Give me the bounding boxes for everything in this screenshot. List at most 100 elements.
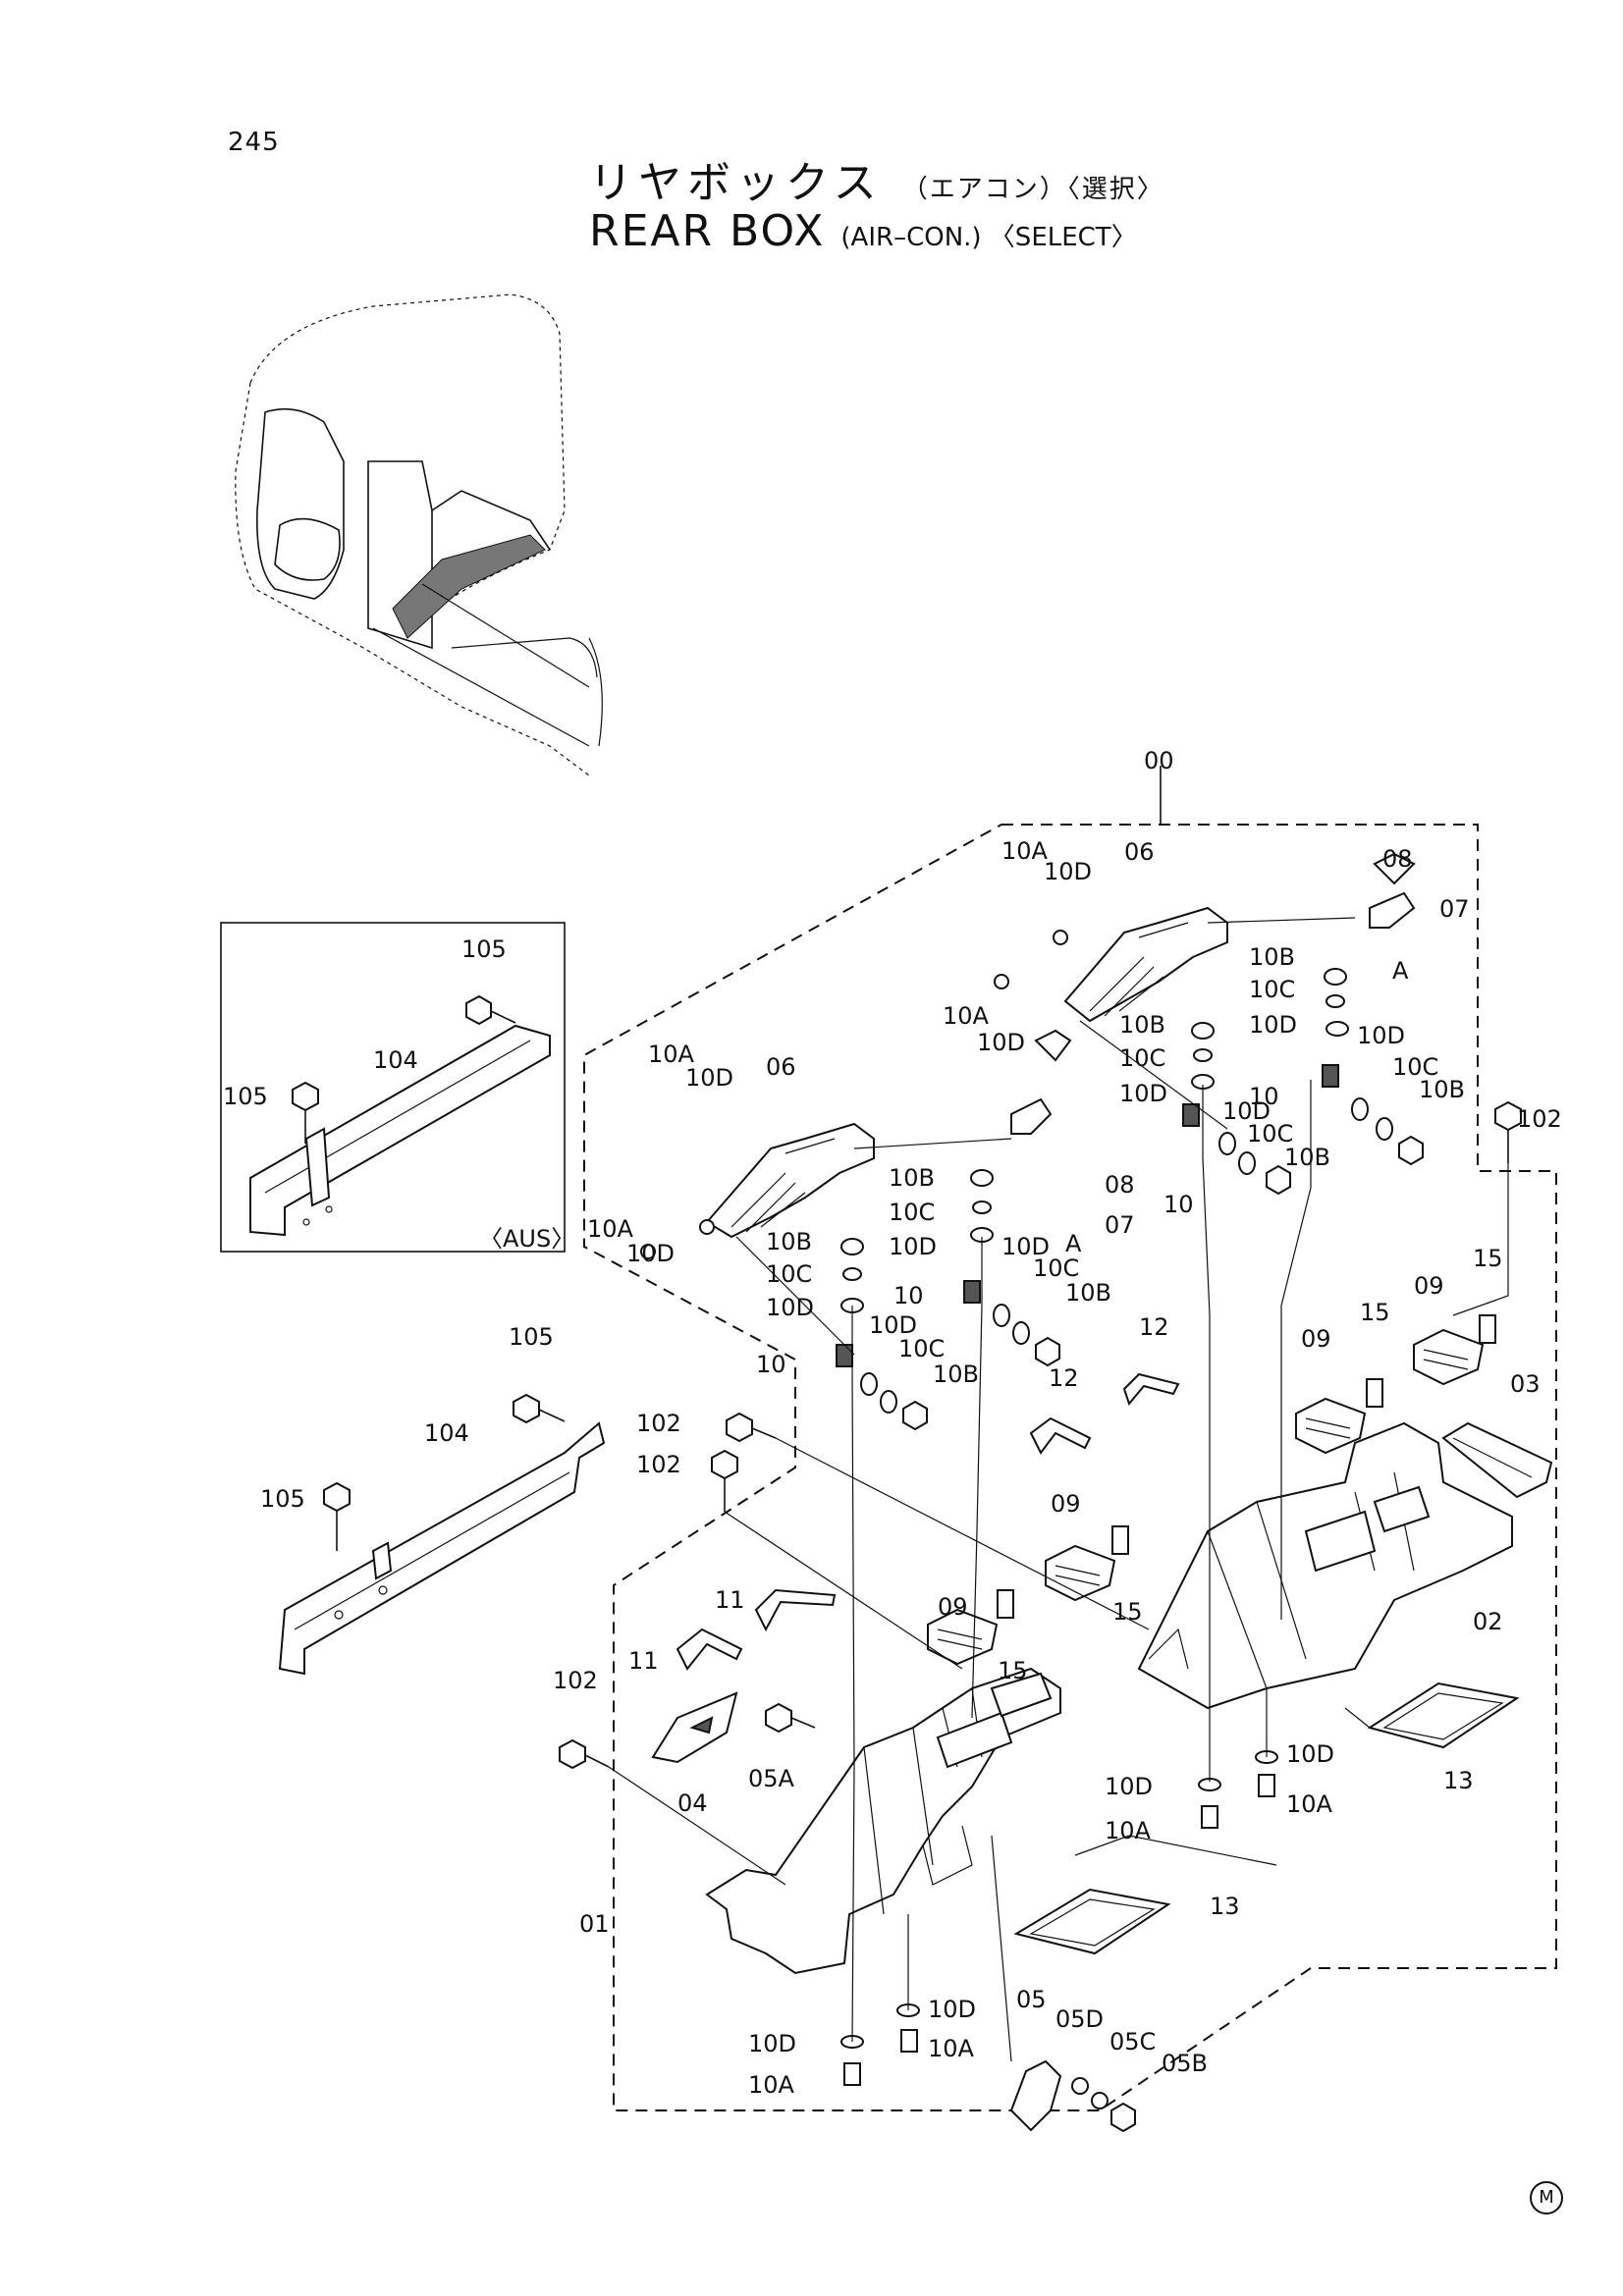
label-15: 15 xyxy=(998,1657,1028,1684)
label-12: 12 xyxy=(1139,1313,1169,1341)
label-102: 102 xyxy=(1517,1105,1562,1133)
label-10C: 10C xyxy=(898,1335,945,1362)
vent-09-set xyxy=(927,1328,1485,1666)
label-10B: 10B xyxy=(889,1164,935,1192)
label-09: 09 xyxy=(1051,1490,1081,1518)
label-00: 00 xyxy=(1144,747,1174,774)
label-13: 13 xyxy=(1443,1767,1474,1794)
label-10: 10 xyxy=(756,1351,786,1378)
label-10D: 10D xyxy=(889,1233,937,1260)
label-05: 05 xyxy=(1016,1986,1047,2013)
label-10: 10 xyxy=(893,1282,924,1309)
label-07: 07 xyxy=(1439,895,1470,923)
label-10: 10 xyxy=(1163,1191,1194,1218)
filter-13-set xyxy=(1013,1682,1520,1955)
label-10A: 10A xyxy=(1105,1817,1152,1844)
label-10A: 10A xyxy=(587,1215,634,1243)
bolt-102-set xyxy=(559,1100,1522,1770)
assembly-outline xyxy=(583,824,1557,2111)
label-08: 08 xyxy=(1382,845,1413,873)
label-09: 09 xyxy=(1414,1272,1444,1300)
rear-box-02 xyxy=(1137,1421,1513,1710)
label-105-inset-left: 105 xyxy=(223,1083,268,1110)
label-06: 06 xyxy=(1124,838,1155,866)
label-10D: 10D xyxy=(1044,858,1092,885)
label-10B: 10B xyxy=(933,1361,979,1388)
label-08: 08 xyxy=(1105,1171,1135,1199)
label-10D: 10D xyxy=(748,2030,796,2057)
label-10A: 10A xyxy=(648,1041,695,1068)
label-10D: 10D xyxy=(977,1029,1025,1056)
bolt-105-lower xyxy=(323,1481,351,1551)
label-105-upper: 105 xyxy=(509,1323,554,1351)
label-10C: 10C xyxy=(1392,1053,1438,1081)
label-10C: 10C xyxy=(1249,976,1295,1003)
cover-06-left xyxy=(705,1122,875,1239)
label-10B: 10B xyxy=(1419,1076,1465,1103)
strip-11-12-set xyxy=(676,1372,1180,1671)
clip-07-lower xyxy=(1010,1029,1072,1135)
fastener-set xyxy=(640,930,1424,1431)
label-10D: 10D xyxy=(1222,1097,1271,1125)
label-10D: 10D xyxy=(1105,1773,1153,1800)
label-15: 15 xyxy=(1360,1299,1390,1326)
title-ja-main: リヤボックス xyxy=(589,158,883,208)
bolt-05A xyxy=(765,1702,816,1734)
label-ref-a: A xyxy=(1392,957,1409,985)
label-10D: 10D xyxy=(928,1996,976,2023)
label-102: 102 xyxy=(636,1451,681,1478)
label-10C: 10C xyxy=(766,1260,812,1288)
label-10D: 10D xyxy=(1357,1022,1405,1049)
label-04: 04 xyxy=(677,1789,708,1817)
label-12: 12 xyxy=(1049,1364,1079,1392)
label-05A: 05A xyxy=(748,1765,795,1792)
label-104: 104 xyxy=(424,1419,469,1447)
label-10D: 10D xyxy=(1119,1080,1167,1107)
bolt-105-inset-left xyxy=(292,1081,319,1144)
bolt-105-upper xyxy=(513,1393,566,1424)
label-10D: 10D xyxy=(1249,1011,1297,1039)
label-104-inset: 104 xyxy=(373,1046,418,1074)
label-06: 06 xyxy=(766,1053,796,1081)
label-10D: 10D xyxy=(1286,1740,1334,1768)
label-11: 11 xyxy=(628,1647,659,1675)
label-10B: 10B xyxy=(1249,943,1295,971)
aus-inset-box xyxy=(220,922,566,1253)
label-15: 15 xyxy=(1473,1245,1503,1272)
bracket-104-main xyxy=(278,1421,606,1676)
label-03: 03 xyxy=(1510,1370,1541,1398)
bolt-105-inset-top xyxy=(465,994,516,1026)
maker-mark: M xyxy=(1530,2181,1563,2215)
clip-15-set xyxy=(997,1314,1496,1619)
title-japanese: リヤボックス （エアコン）〈選択〉 xyxy=(589,147,1164,210)
title-en-main: REAR BOX xyxy=(589,206,826,256)
label-10D: 10D xyxy=(869,1311,917,1339)
label-10A: 10A xyxy=(748,2071,795,2099)
label-10B: 10B xyxy=(766,1228,812,1255)
clip-07-upper xyxy=(1369,852,1416,929)
label-05D: 05D xyxy=(1055,2005,1104,2033)
page-number: 245 xyxy=(228,128,280,157)
label-02: 02 xyxy=(1473,1608,1503,1635)
label-15: 15 xyxy=(1112,1598,1143,1626)
label-102: 102 xyxy=(636,1410,681,1437)
label-10B: 10B xyxy=(1065,1279,1111,1307)
label-ref-a: A xyxy=(1065,1230,1082,1257)
label-10D: 10D xyxy=(1001,1233,1050,1260)
label-10D: 10D xyxy=(626,1240,675,1267)
label-10D: 10D xyxy=(766,1294,814,1321)
title-en-sub: (AIR–CON.) 〈SELECT〉 xyxy=(840,223,1137,252)
plate-04 xyxy=(651,1691,738,1764)
label-10C: 10C xyxy=(1033,1255,1079,1282)
label-105-inset-top: 105 xyxy=(461,935,507,963)
label-105-lower: 105 xyxy=(260,1485,305,1513)
label-10B: 10B xyxy=(1284,1144,1330,1171)
label-05C: 05C xyxy=(1109,2028,1156,2056)
label-05B: 05B xyxy=(1162,2050,1208,2077)
label-11: 11 xyxy=(715,1586,745,1614)
label-07: 07 xyxy=(1105,1211,1135,1239)
rear-box-01 xyxy=(705,1667,1061,1975)
label-09: 09 xyxy=(1301,1325,1331,1353)
label-10B: 10B xyxy=(1119,1011,1165,1039)
